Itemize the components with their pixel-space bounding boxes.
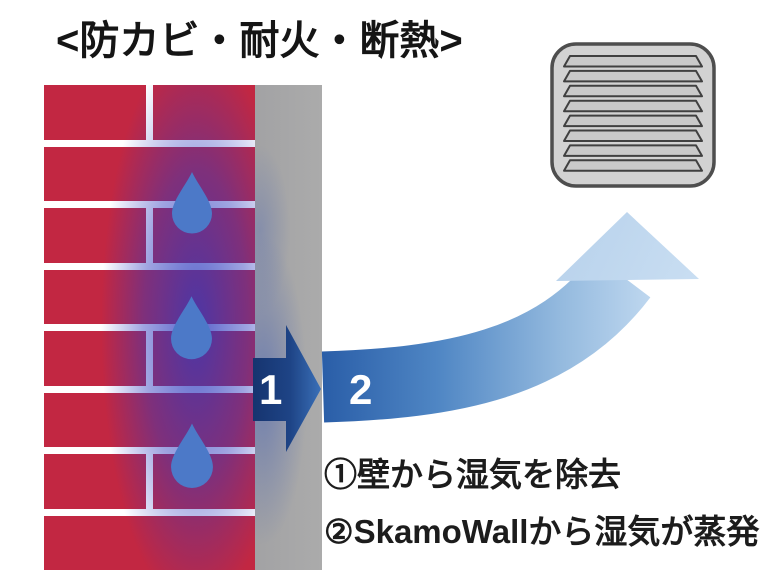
water-droplet-icon [172,172,212,234]
step1-arrow [253,325,321,452]
skamowall-panel [255,85,322,570]
caption-step2: ②SkamoWallから湿気が蒸発 [324,513,760,550]
page-title: <防カビ・耐火・断熱> [56,19,463,63]
caption-step1: ①壁から湿気を除去 [324,456,621,493]
panel-moisture-haze [255,85,322,570]
step2-evaporation-band [321,253,651,423]
vent-grille-icon [550,42,716,188]
step1-label: 1 [259,366,282,413]
step2-label: 2 [349,366,372,413]
water-droplet-icon [171,296,212,360]
step2-arrowhead [556,212,699,281]
water-droplet-icon [171,423,213,488]
caption-block: ①壁から湿気を除去 ②SkamoWallから湿気が蒸発 [324,446,759,560]
vent-louvers [563,55,703,172]
